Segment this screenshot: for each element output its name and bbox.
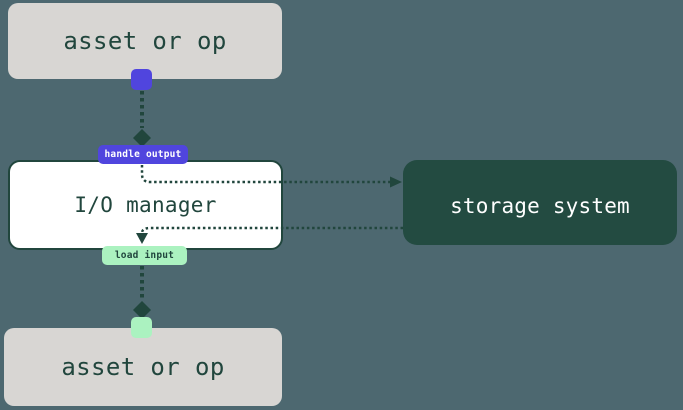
arrow-right-icon <box>390 176 402 188</box>
asset-or-op-top-label: asset or op <box>63 27 227 55</box>
output-port-square <box>131 69 152 90</box>
input-diamond-icon <box>133 301 151 319</box>
output-diamond-icon <box>133 129 151 147</box>
handle-output-label: handle output <box>104 149 182 160</box>
load-input-label: load input <box>114 250 175 261</box>
storage-system-label: storage system <box>450 194 630 218</box>
handle-output-badge: handle output <box>98 145 188 164</box>
asset-or-op-node-top: asset or op <box>8 3 282 79</box>
storage-system-node: storage system <box>403 160 677 245</box>
io-manager-label: I/O manager <box>74 193 217 217</box>
handle-output-edge-line <box>140 165 390 184</box>
arrow-down-icon <box>136 233 148 244</box>
load-input-edge-line <box>140 226 403 234</box>
asset-or-op-node-bottom: asset or op <box>4 328 282 406</box>
load-input-badge: load input <box>102 246 187 265</box>
asset-or-op-bottom-label: asset or op <box>61 353 225 381</box>
input-port-square <box>131 317 152 338</box>
